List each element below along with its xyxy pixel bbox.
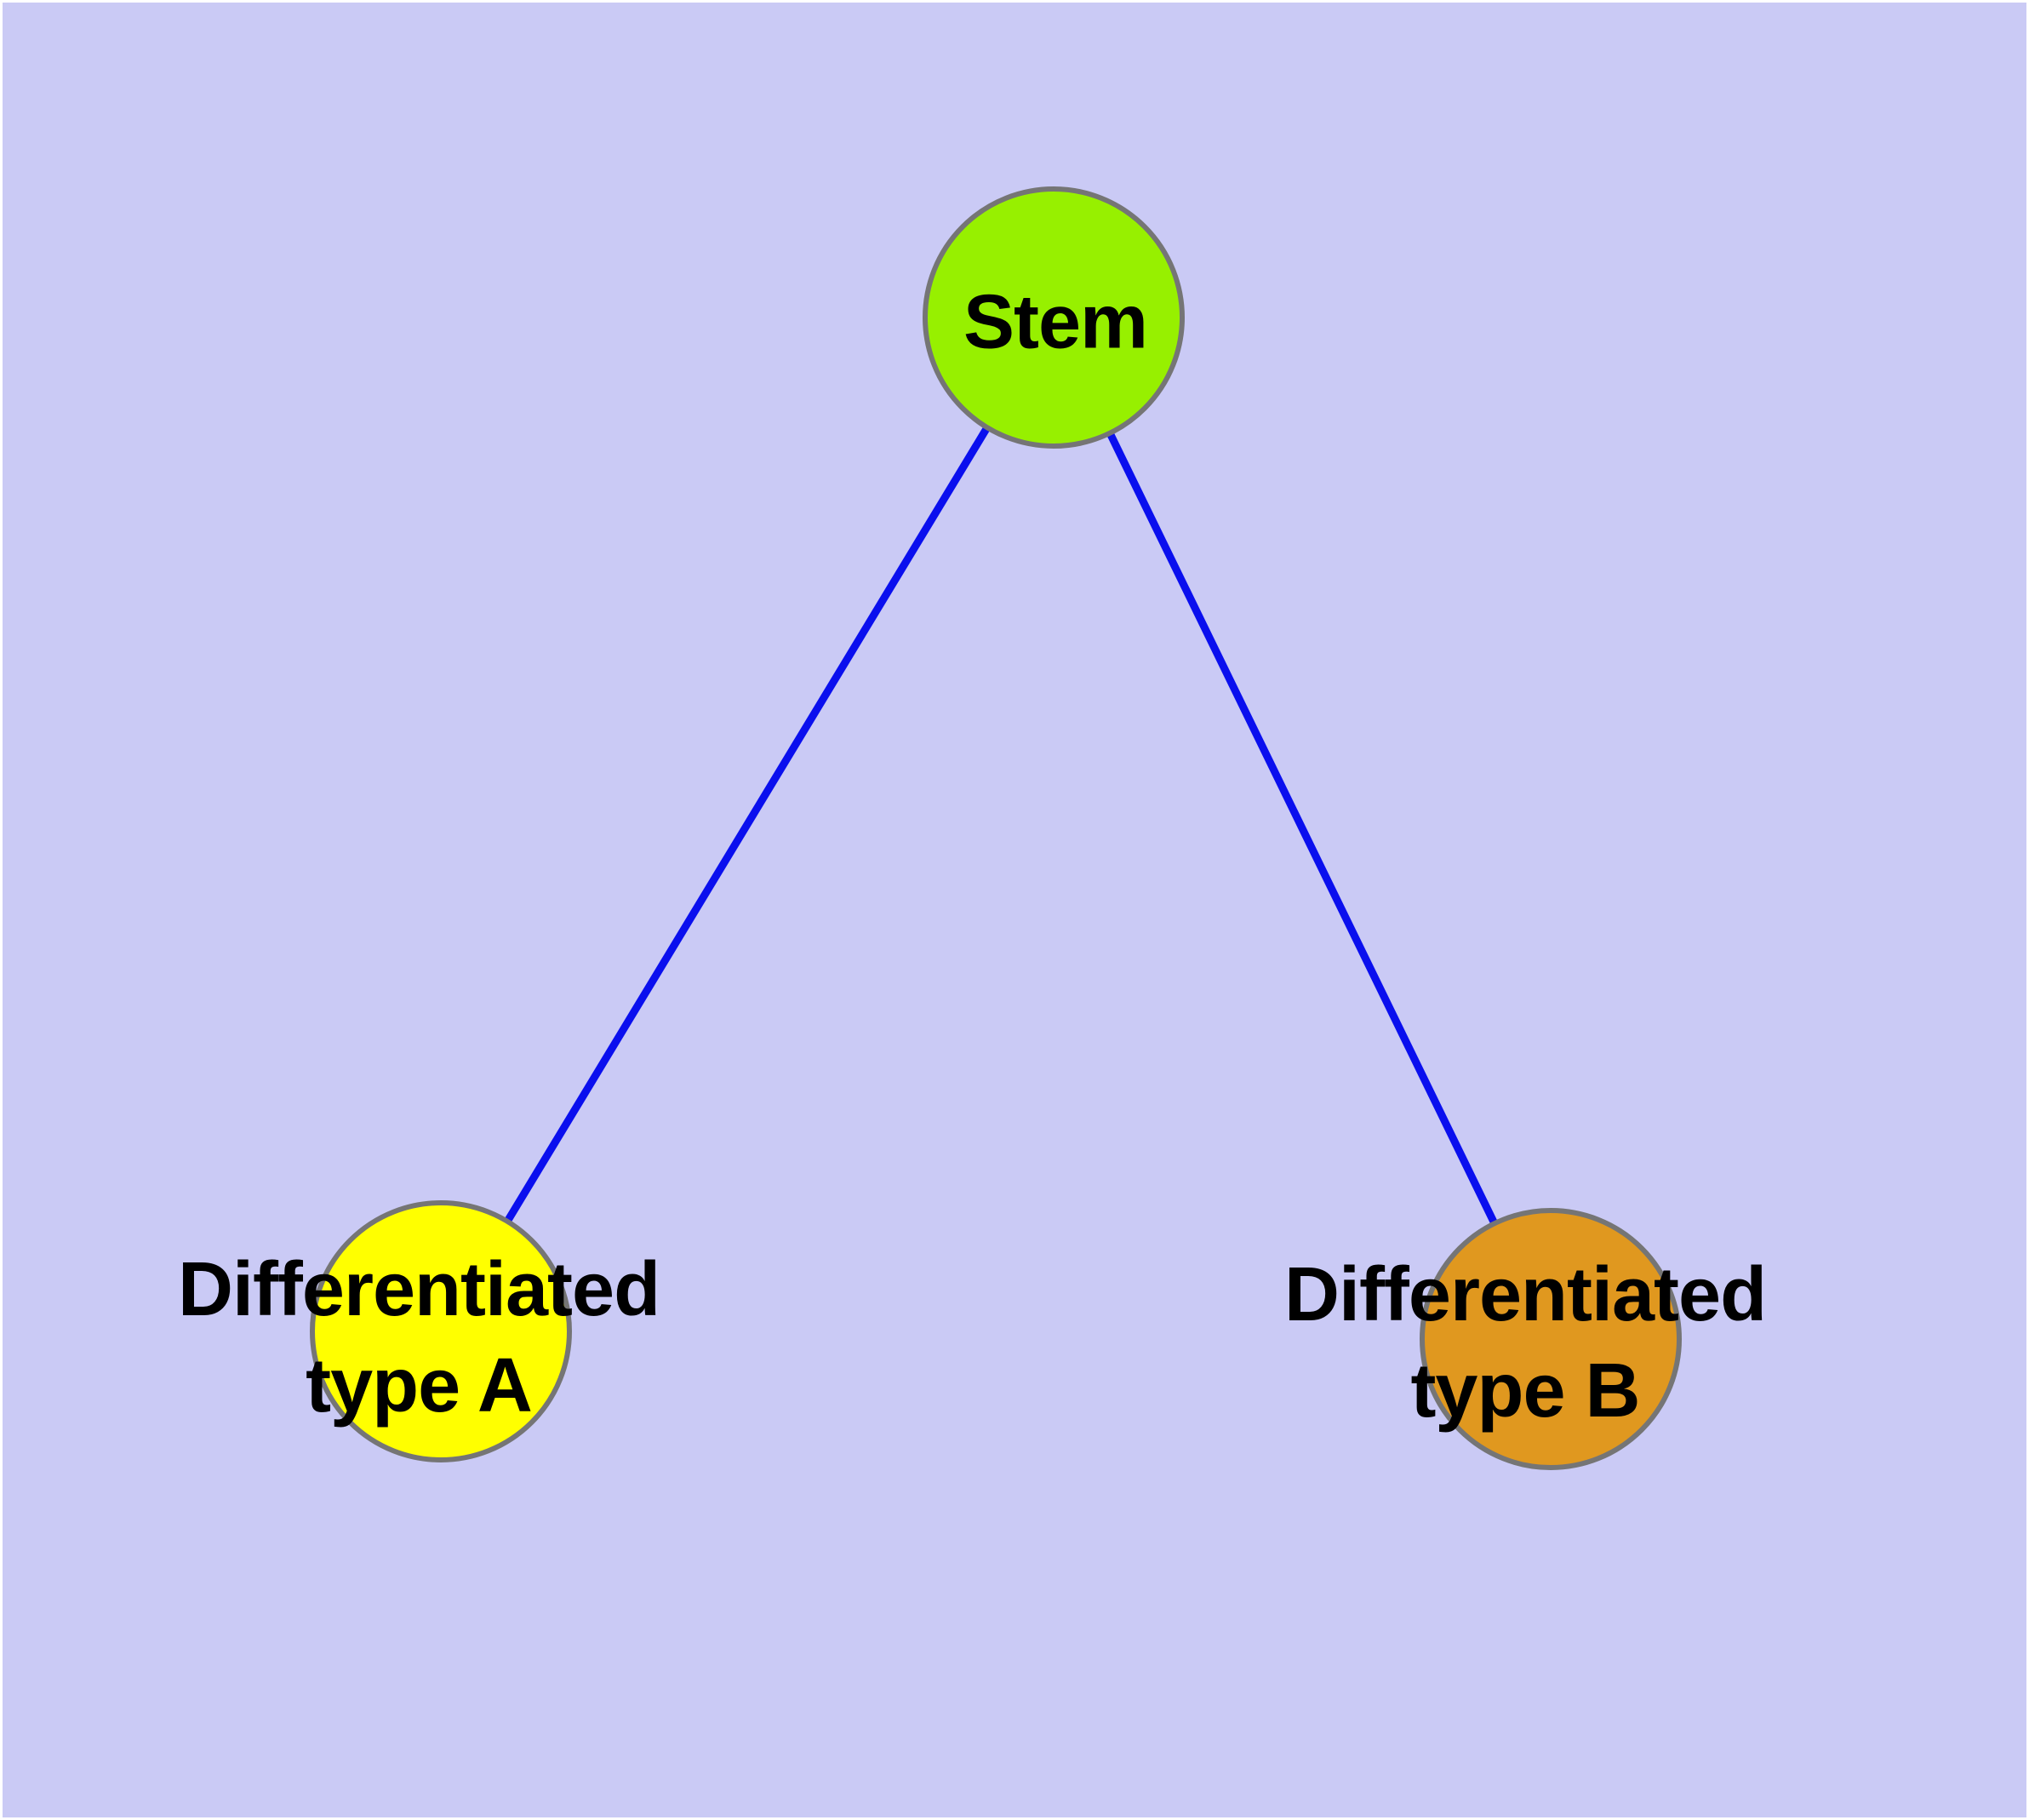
type-b-node-circle (1420, 1208, 1682, 1470)
stem-node-circle (923, 186, 1185, 449)
type-b-node-label: Differentiated type B (1283, 1247, 1767, 1439)
stem-node-label-text: Stem (963, 279, 1148, 365)
stem-node-label: Stem (963, 275, 1148, 371)
type-b-label-line1: Differentiated (1283, 1252, 1767, 1337)
type-a-node-label: Differentiated type A (178, 1242, 660, 1434)
type-b-label-line2: type B (1410, 1348, 1640, 1434)
type-a-node-circle (310, 1200, 572, 1462)
edge-stem-to-type-b (1049, 316, 1555, 1341)
edge-stem-to-type-a (437, 315, 1057, 1334)
type-a-label-line2: type A (306, 1343, 533, 1428)
type-a-label-line1: Differentiated (177, 1247, 660, 1332)
